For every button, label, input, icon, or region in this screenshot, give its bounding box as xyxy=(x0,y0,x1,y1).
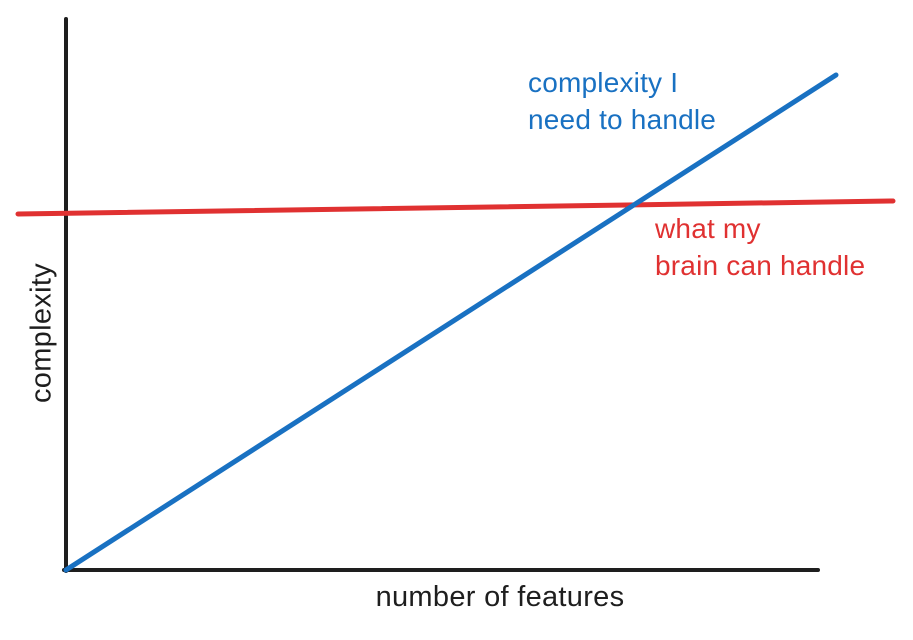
red-line-annotation-line1: what my xyxy=(655,213,761,244)
red-line-annotation-line2: brain can handle xyxy=(655,250,866,281)
series-line-1 xyxy=(15,198,896,217)
blue-line-annotation: complexity I need to handle xyxy=(528,64,716,138)
y-axis-label: complexity xyxy=(25,263,58,403)
blue-line-annotation-line2: need to handle xyxy=(528,104,717,135)
red-line-annotation: what my brain can handle xyxy=(655,210,865,284)
series-line-0 xyxy=(63,72,839,573)
blue-line-annotation-line1: complexity I xyxy=(528,67,679,98)
x-axis-label: number of features xyxy=(375,581,625,613)
